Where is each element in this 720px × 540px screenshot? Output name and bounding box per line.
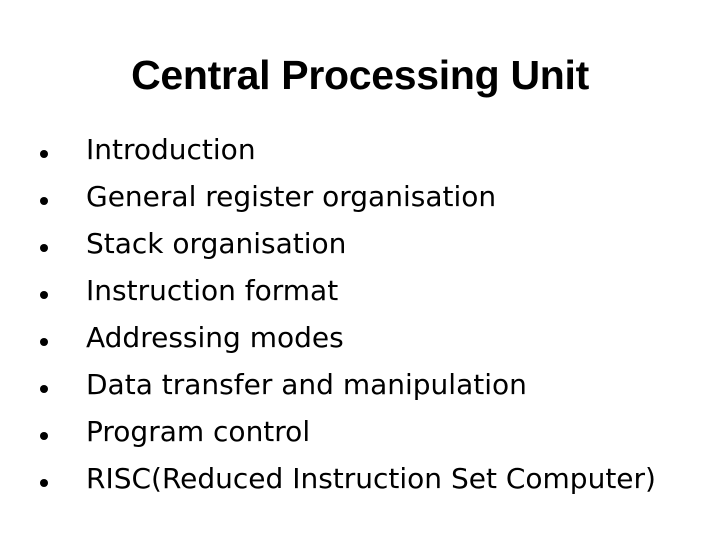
list-item-label: Instruction format (86, 274, 339, 307)
list-item-label: Stack organisation (86, 227, 347, 260)
list-item[interactable]: Addressing modes (0, 320, 720, 367)
bullet-circle-icon (40, 479, 48, 487)
list-item-label: Program control (86, 415, 311, 448)
list-item[interactable]: General register organisation (0, 179, 720, 226)
bullet-circle-icon (40, 432, 48, 440)
list-item[interactable]: Instruction format (0, 273, 720, 320)
list-item-label: Introduction (86, 133, 256, 166)
bullet-circle-icon (40, 291, 48, 299)
list-item-label: General register organisation (86, 180, 497, 213)
bullet-circle-icon (40, 150, 48, 158)
list-item[interactable]: Program control (0, 414, 720, 461)
list-item-label: Data transfer and manipulation (86, 368, 527, 401)
list-item[interactable]: RISC(Reduced Instruction Set Computer) (0, 461, 720, 508)
list-item[interactable]: Introduction (0, 132, 720, 179)
bullet-circle-icon (40, 197, 48, 205)
page-title: Central Processing Unit (131, 52, 589, 98)
list-item-label: Addressing modes (86, 321, 344, 354)
list-item[interactable]: Data transfer and manipulation (0, 367, 720, 414)
topic-list: Introduction General register organisati… (0, 132, 720, 508)
bullet-circle-icon (40, 338, 48, 346)
bullet-circle-icon (40, 385, 48, 393)
bullet-circle-icon (40, 244, 48, 252)
list-item[interactable]: Stack organisation (0, 226, 720, 273)
list-item-label: RISC(Reduced Instruction Set Computer) (86, 462, 656, 495)
